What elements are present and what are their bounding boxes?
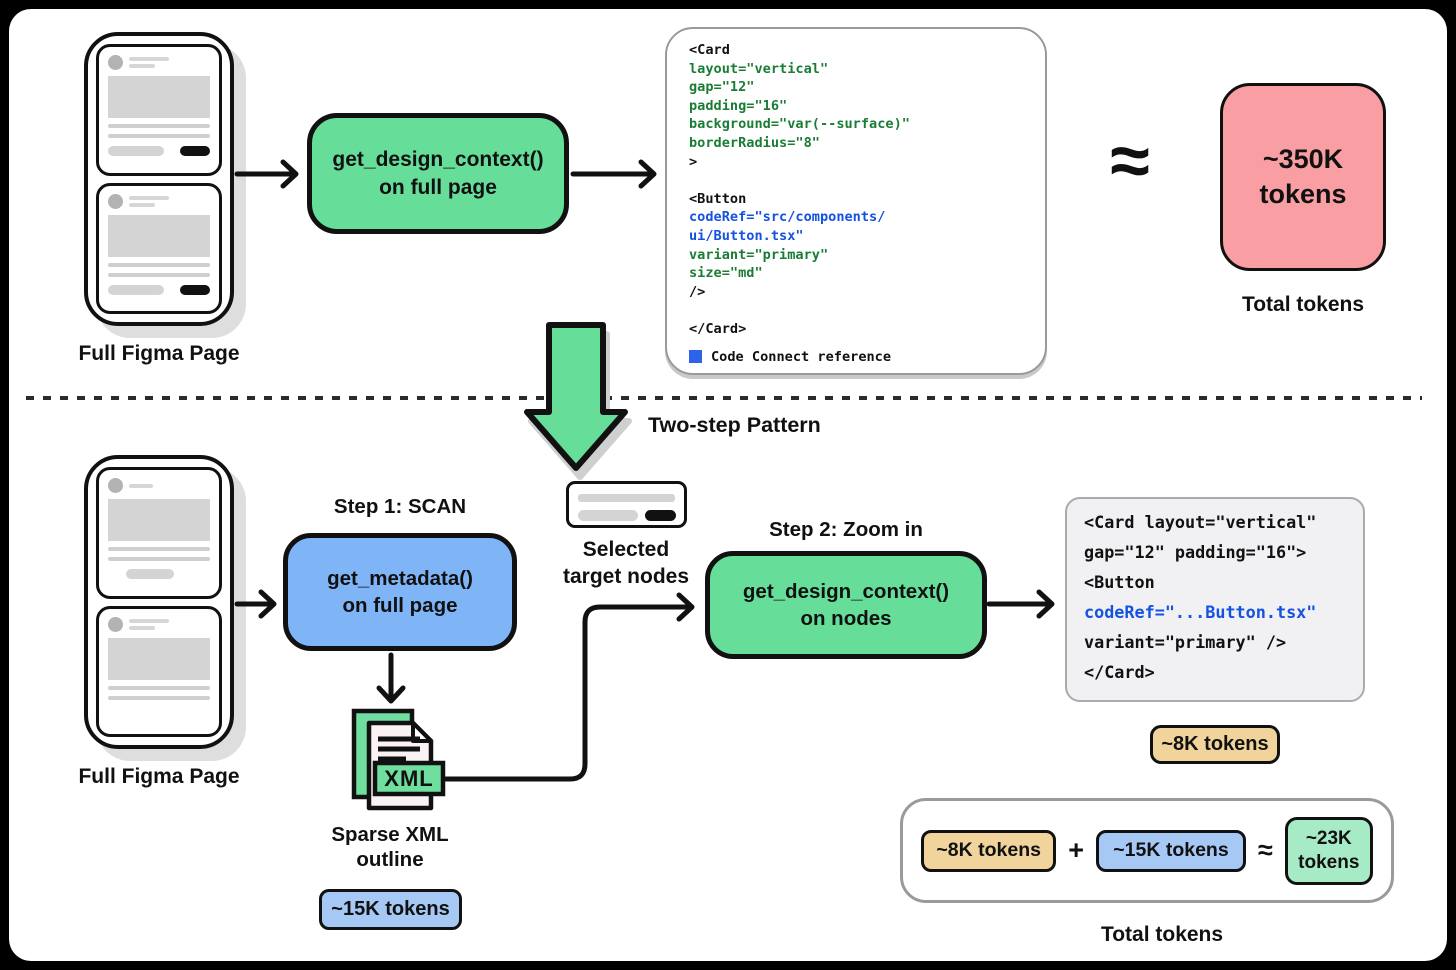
code-line: gap="12" <box>689 79 755 96</box>
code-line: /> <box>689 283 706 300</box>
xml-badge-label: XML <box>384 766 433 791</box>
code-line: borderRadius="8" <box>689 134 820 151</box>
token-summary-box: ~8K tokens + ~15K tokens ≈ ~23K tokens <box>900 798 1394 903</box>
step1-title: Step 1: SCAN <box>333 495 467 518</box>
pill-placeholder-dark <box>645 510 676 521</box>
figma-card-placeholder <box>96 44 222 176</box>
code-line: </Card> <box>1084 662 1155 682</box>
image-placeholder <box>108 499 210 541</box>
code-line: <Button <box>1084 572 1155 592</box>
approx-symbol-top: ≈ <box>1110 121 1150 201</box>
xml-tokens-badge: ~15K tokens <box>319 889 462 930</box>
avatar-placeholder <box>108 55 123 70</box>
avatar-placeholder <box>108 616 123 632</box>
code-line: </Card> <box>689 320 747 337</box>
code-line: layout="vertical" <box>689 60 829 77</box>
code-line: variant="primary" /> <box>1084 632 1287 652</box>
code-line: size="md" <box>689 265 763 282</box>
code-line: <Card <box>689 42 730 58</box>
code-connect-legend: Code Connect reference <box>689 349 1035 365</box>
code-connect-legend-label: Code Connect reference <box>711 348 892 365</box>
figma-page-mockup-bottom <box>84 455 234 749</box>
process-box-line: on nodes <box>800 607 892 630</box>
code-line: <Button <box>689 190 747 207</box>
total-tokens-caption-top: Total tokens <box>1241 293 1365 316</box>
code-line: codeRef="...Button.tsx" <box>1084 602 1317 622</box>
code-connect-legend-swatch <box>689 350 702 363</box>
code-line: > <box>689 153 698 170</box>
get-design-context-full-page-box: get_design_context() on full page <box>307 113 569 234</box>
image-placeholder <box>108 637 210 680</box>
code-panel-full-context: <Card layout="vertical" gap="12" padding… <box>665 27 1047 375</box>
node-tokens-badge: ~8K tokens <box>1150 725 1280 764</box>
approx-symbol-bottom: ≈ <box>1257 835 1273 865</box>
code-line: gap="12" padding="16"> <box>1084 542 1307 562</box>
bar-placeholder <box>578 494 675 502</box>
code-line: variant="primary" <box>689 246 829 263</box>
code-line: <Card layout="vertical" <box>1084 512 1317 532</box>
total-tokens-caption-bottom: Total tokens <box>1100 923 1224 946</box>
code-line: ui/Button.tsx" <box>689 227 804 244</box>
xml-file-icon: XML <box>351 708 446 811</box>
image-placeholder <box>108 214 210 257</box>
code-line: padding="16" <box>689 97 788 114</box>
process-box-line: get_design_context() <box>742 579 950 603</box>
figma-card-placeholder <box>96 182 222 314</box>
code-panel-node-context: <Card layout="vertical" gap="12" padding… <box>1065 497 1365 702</box>
summary-15k-badge: ~15K tokens <box>1095 829 1246 872</box>
code-line: background="var(--surface)" <box>689 116 910 133</box>
total-tokens-box-top: ~350K tokens <box>1220 83 1386 271</box>
sparse-xml-caption: Sparse XML outline <box>331 823 449 871</box>
figma-page-label-bottom: Full Figma Page <box>78 765 240 788</box>
selected-nodes-caption: Selected target nodes <box>562 538 690 589</box>
get-design-context-nodes-box: get_design_context() on nodes <box>705 551 987 659</box>
figma-card-placeholder <box>96 467 222 599</box>
code-line <box>689 172 1035 191</box>
process-box-line: on full page <box>342 594 458 617</box>
plus-symbol: + <box>1068 835 1084 865</box>
step2-title: Step 2: Zoom in <box>769 518 923 541</box>
process-box-line: get_metadata() <box>327 566 473 590</box>
process-box-line: get_design_context() <box>332 147 544 171</box>
code-line <box>689 302 1035 321</box>
process-box-line: on full page <box>379 175 497 199</box>
image-placeholder <box>108 76 210 118</box>
figma-card-placeholder <box>96 605 222 737</box>
code-line: codeRef="src/components/ <box>689 209 886 226</box>
avatar-placeholder <box>108 478 123 493</box>
two-step-pattern-label: Two-step Pattern <box>648 413 821 437</box>
summary-23k-badge: ~23K tokens <box>1284 816 1373 885</box>
pill-placeholder <box>578 510 638 521</box>
selected-nodes-card <box>566 481 687 528</box>
get-metadata-box: get_metadata() on full page <box>283 533 517 651</box>
summary-8k-badge: ~8K tokens <box>921 829 1057 872</box>
figma-page-mockup-top <box>84 32 234 326</box>
figma-page-label-top: Full Figma Page <box>78 342 240 365</box>
avatar-placeholder <box>108 193 123 209</box>
